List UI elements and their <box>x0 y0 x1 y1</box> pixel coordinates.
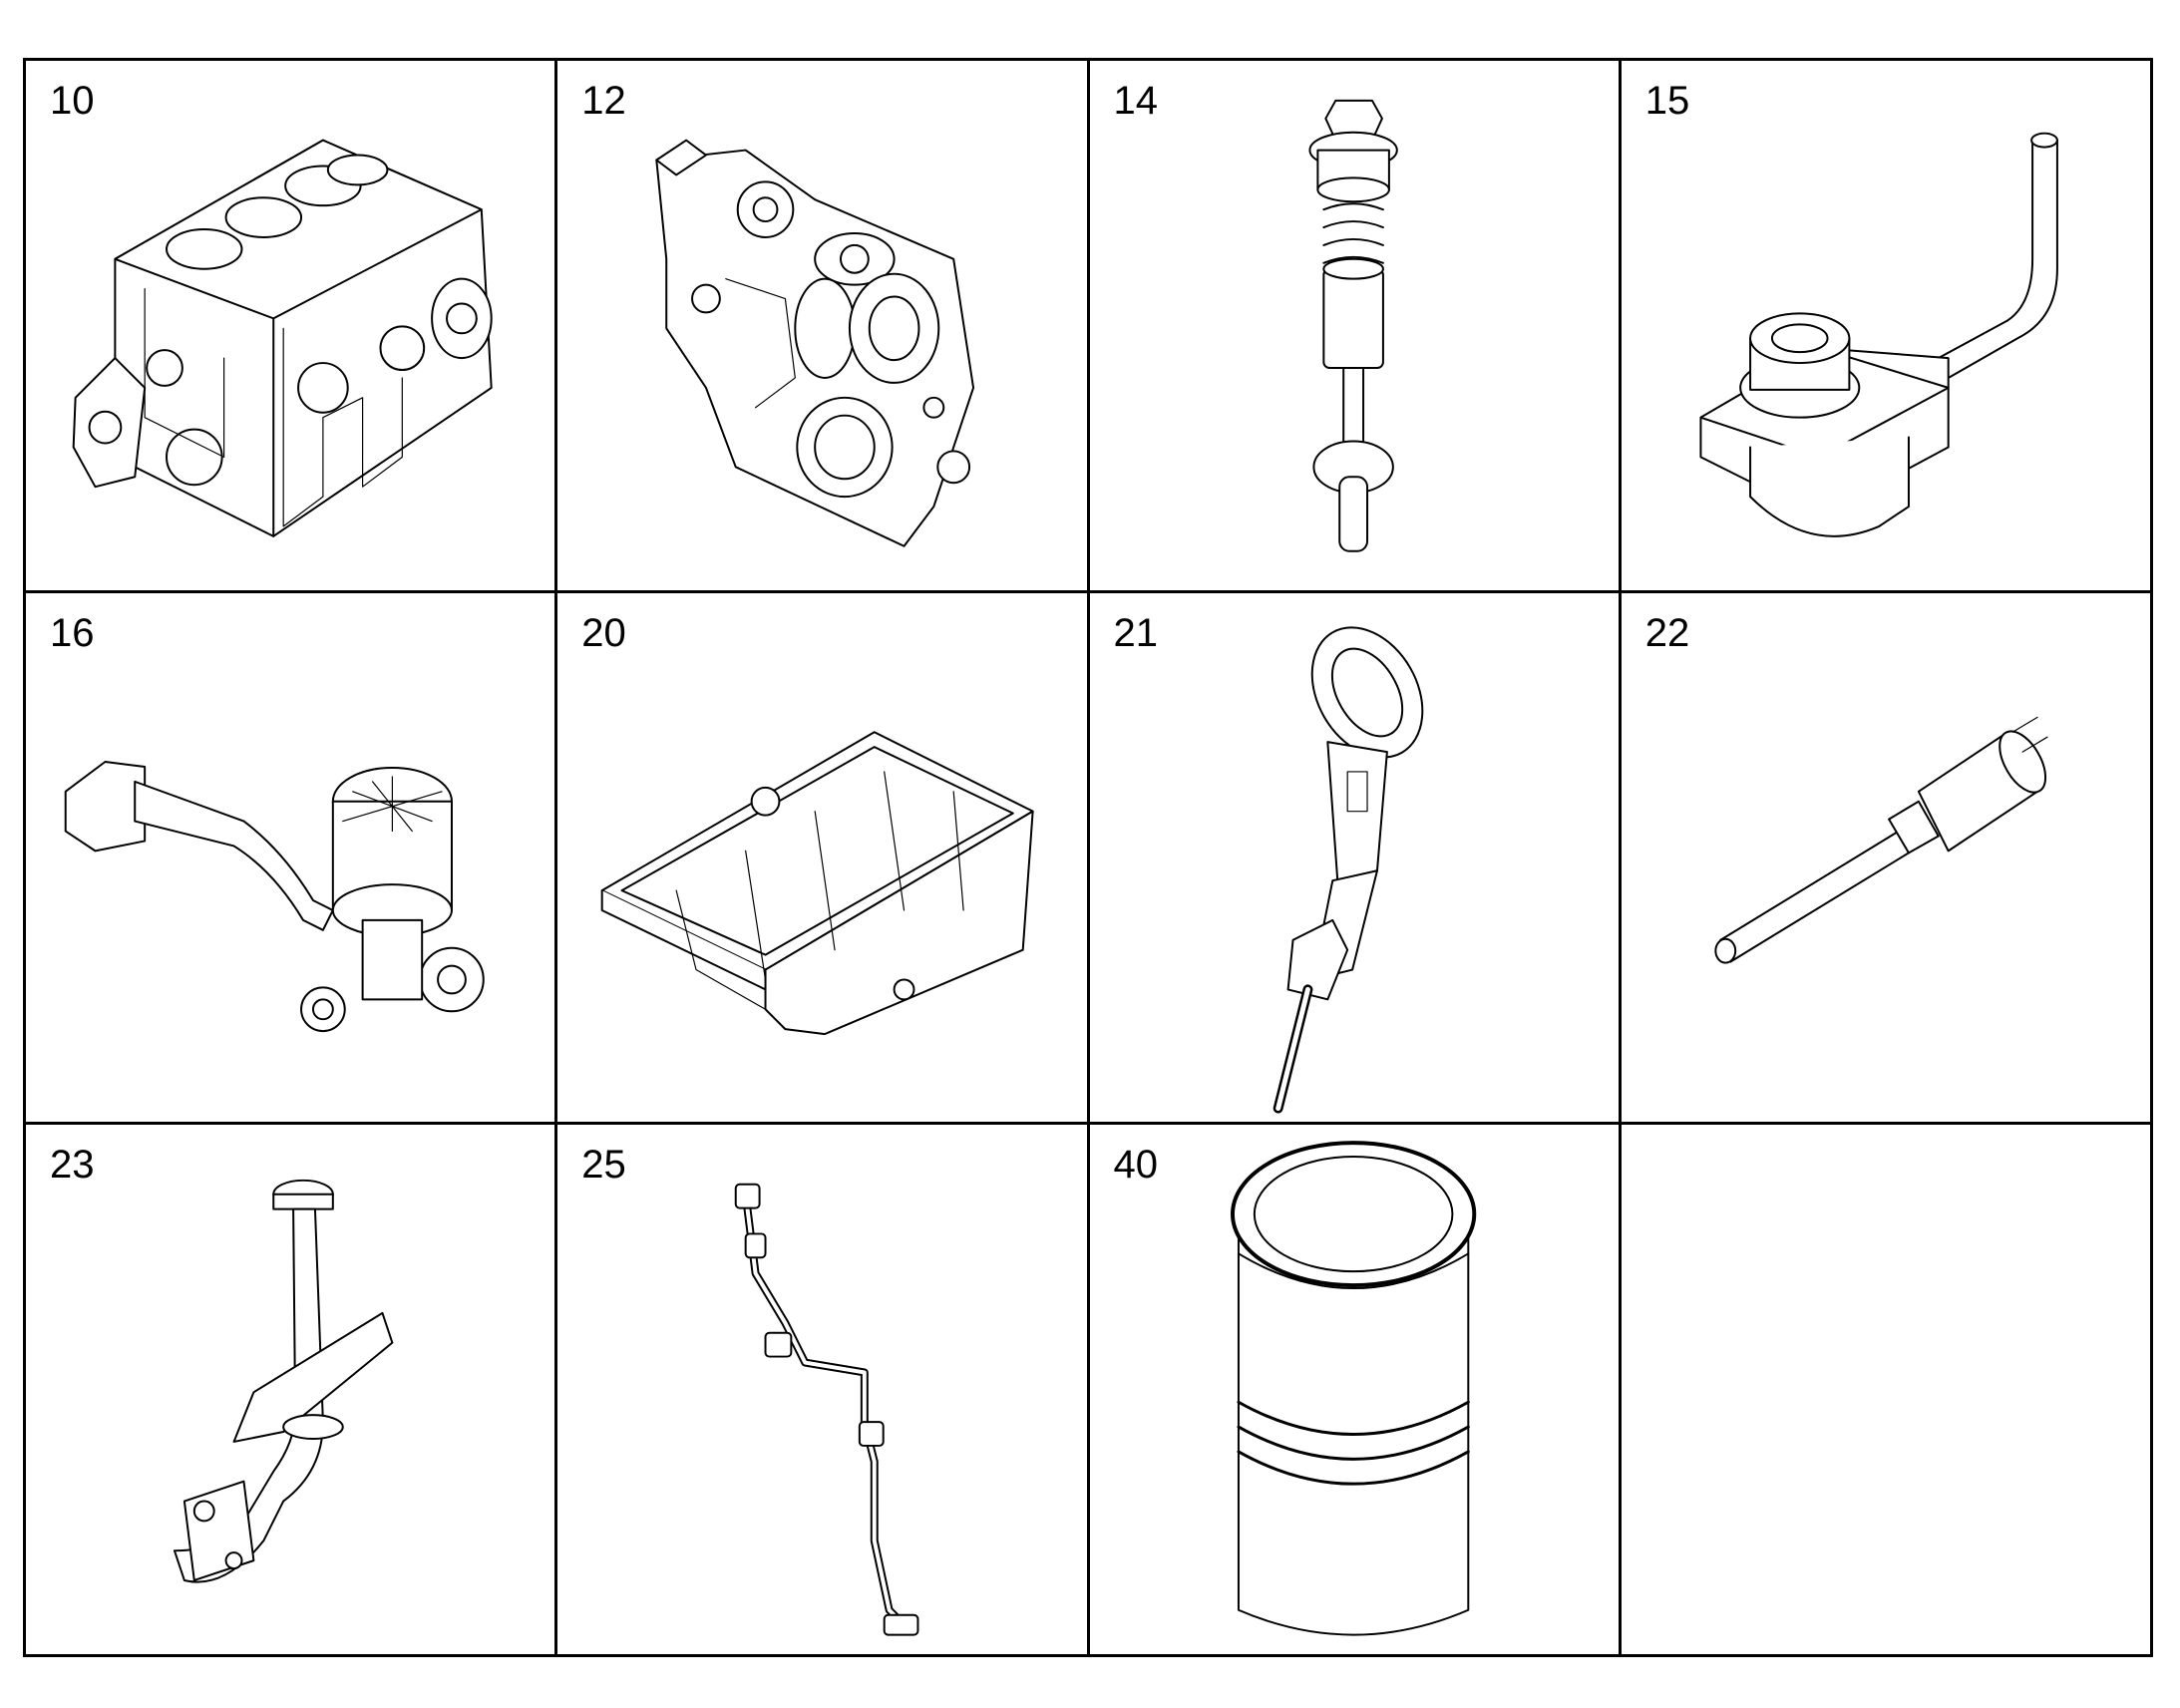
part-number: 21 <box>1113 610 1159 655</box>
part-cell-22[interactable]: 22 <box>1621 592 2153 1126</box>
engine-block-icon <box>72 139 493 537</box>
part-number: 25 <box>581 1143 626 1188</box>
part-cell-23[interactable]: 23 <box>26 1125 558 1657</box>
breather-hose-icon <box>64 760 485 1032</box>
part-cell-20[interactable]: 20 <box>557 592 1090 1126</box>
sensor-icon <box>1714 716 2048 964</box>
empty-cell <box>1621 1125 2153 1657</box>
oil-pan-icon <box>600 730 1034 1035</box>
oil-filler-tube-icon <box>173 1180 394 1583</box>
part-number: 23 <box>50 1143 95 1188</box>
valve-plug-icon <box>1307 99 1398 552</box>
part-number: 16 <box>50 610 95 655</box>
part-number: 22 <box>1644 610 1690 655</box>
part-cell-10[interactable]: 10 <box>26 61 558 593</box>
part-number: 14 <box>1113 79 1159 123</box>
part-number: 20 <box>581 610 626 655</box>
part-number: 12 <box>581 79 626 123</box>
dipstick-icon <box>1272 626 1423 1114</box>
part-cell-15[interactable]: 15 <box>1621 61 2153 593</box>
part-number: 40 <box>1113 1143 1159 1188</box>
part-cell-14[interactable]: 14 <box>1089 61 1622 593</box>
part-number: 10 <box>50 79 95 123</box>
oil-line-icon <box>734 1184 919 1636</box>
timing-cover-icon <box>655 139 975 547</box>
cylinder-liner-icon <box>1230 1141 1476 1636</box>
oil-nozzle-icon <box>1699 132 2058 537</box>
part-cell-12[interactable]: 12 <box>557 61 1090 593</box>
part-number: 15 <box>1644 79 1690 123</box>
part-cell-25[interactable]: 25 <box>557 1125 1090 1657</box>
parts-grid: 10 12 <box>23 58 2153 1657</box>
part-cell-16[interactable]: 16 <box>26 592 558 1126</box>
part-cell-21[interactable]: 21 <box>1089 592 1622 1126</box>
part-cell-40[interactable]: 40 <box>1089 1125 1622 1657</box>
